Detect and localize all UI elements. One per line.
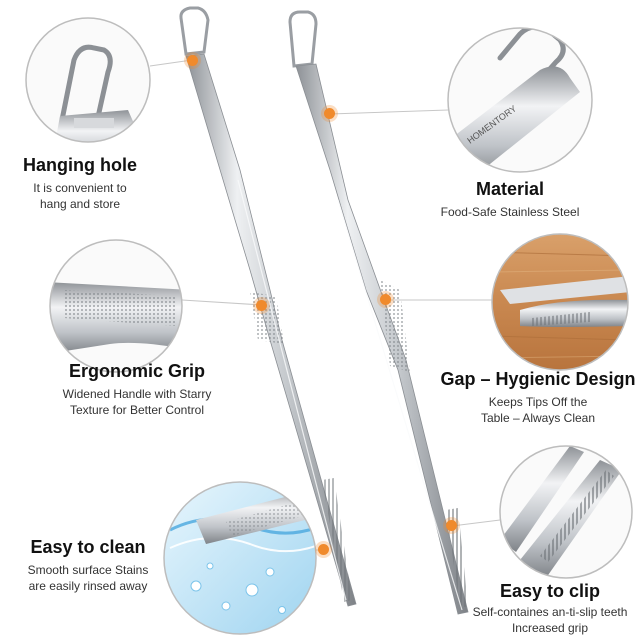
feature-title: Easy to clip <box>499 581 601 601</box>
feature-desc-line-1: Widened Handle with Starry <box>62 387 212 401</box>
left-tweezer <box>179 6 357 607</box>
hotspot-material <box>324 108 335 119</box>
feature-desc-line-1: Keeps Tips Off the <box>488 395 588 409</box>
feature-gap-hygienic: Gap – Hygienic Design Keeps Tips Off the… <box>436 368 640 426</box>
feature-easy-to-clean: Easy to clean Smooth surface Stains are … <box>14 536 162 594</box>
feature-desc-line-2: Texture for Better Control <box>69 403 205 417</box>
feature-desc-line-2: hang and store <box>39 197 121 211</box>
feature-title: Material <box>475 179 545 199</box>
feature-title: Hanging hole <box>23 155 137 175</box>
detail-circle-clip <box>499 445 633 579</box>
feature-desc-line-2: Increased grip <box>511 621 589 635</box>
feature-title: Ergonomic Grip <box>68 361 205 381</box>
detail-circle-grip <box>49 239 183 373</box>
feature-title: Easy to clean <box>30 537 146 557</box>
right-tweezer <box>288 10 469 615</box>
feature-desc-line-2: are easily rinsed away <box>28 579 148 593</box>
feature-desc-line-1: Self-containes an-ti-slip teeth <box>472 605 628 619</box>
hotspot-grip <box>256 300 267 311</box>
hotspot-gap <box>380 294 391 305</box>
feature-desc-line-1: Smooth surface Stains <box>27 563 149 577</box>
feature-desc-line-1: It is convenient to <box>33 181 127 195</box>
feature-hanging-hole: Hanging hole It is convenient to hang an… <box>10 154 150 212</box>
feature-easy-to-clip: Easy to clip Self-containes an-ti-slip t… <box>462 580 638 636</box>
detail-circle-gap <box>491 233 629 371</box>
feature-ergonomic-grip: Ergonomic Grip Widened Handle with Starr… <box>42 360 232 418</box>
hotspot-clean <box>318 544 329 555</box>
callout-lines <box>149 59 501 551</box>
detail-circle-hanging-hole <box>25 17 151 143</box>
feature-desc-line-1: Food-Safe Stainless Steel <box>440 205 580 219</box>
hotspot-hanging-hole <box>187 55 198 66</box>
feature-title: Gap – Hygienic Design <box>440 369 636 389</box>
feature-material: Material Food-Safe Stainless Steel <box>410 178 610 220</box>
detail-circle-clean <box>163 481 317 635</box>
hotspot-clip <box>446 520 457 531</box>
feature-desc-line-2: Table – Always Clean <box>480 411 596 425</box>
detail-circle-material: HOMENTORY <box>447 27 593 173</box>
